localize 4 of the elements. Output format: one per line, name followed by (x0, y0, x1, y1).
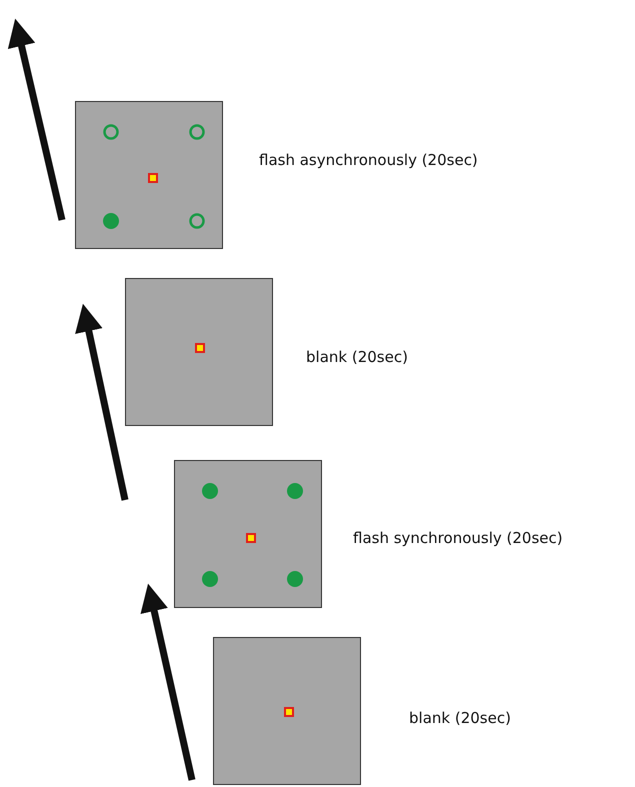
condition-label: blank (20sec) (409, 709, 511, 727)
condition-label: flash asynchronously (20sec) (259, 151, 478, 169)
condition-label: blank (20sec) (306, 348, 408, 366)
condition-label: flash synchronously (20sec) (353, 529, 563, 547)
